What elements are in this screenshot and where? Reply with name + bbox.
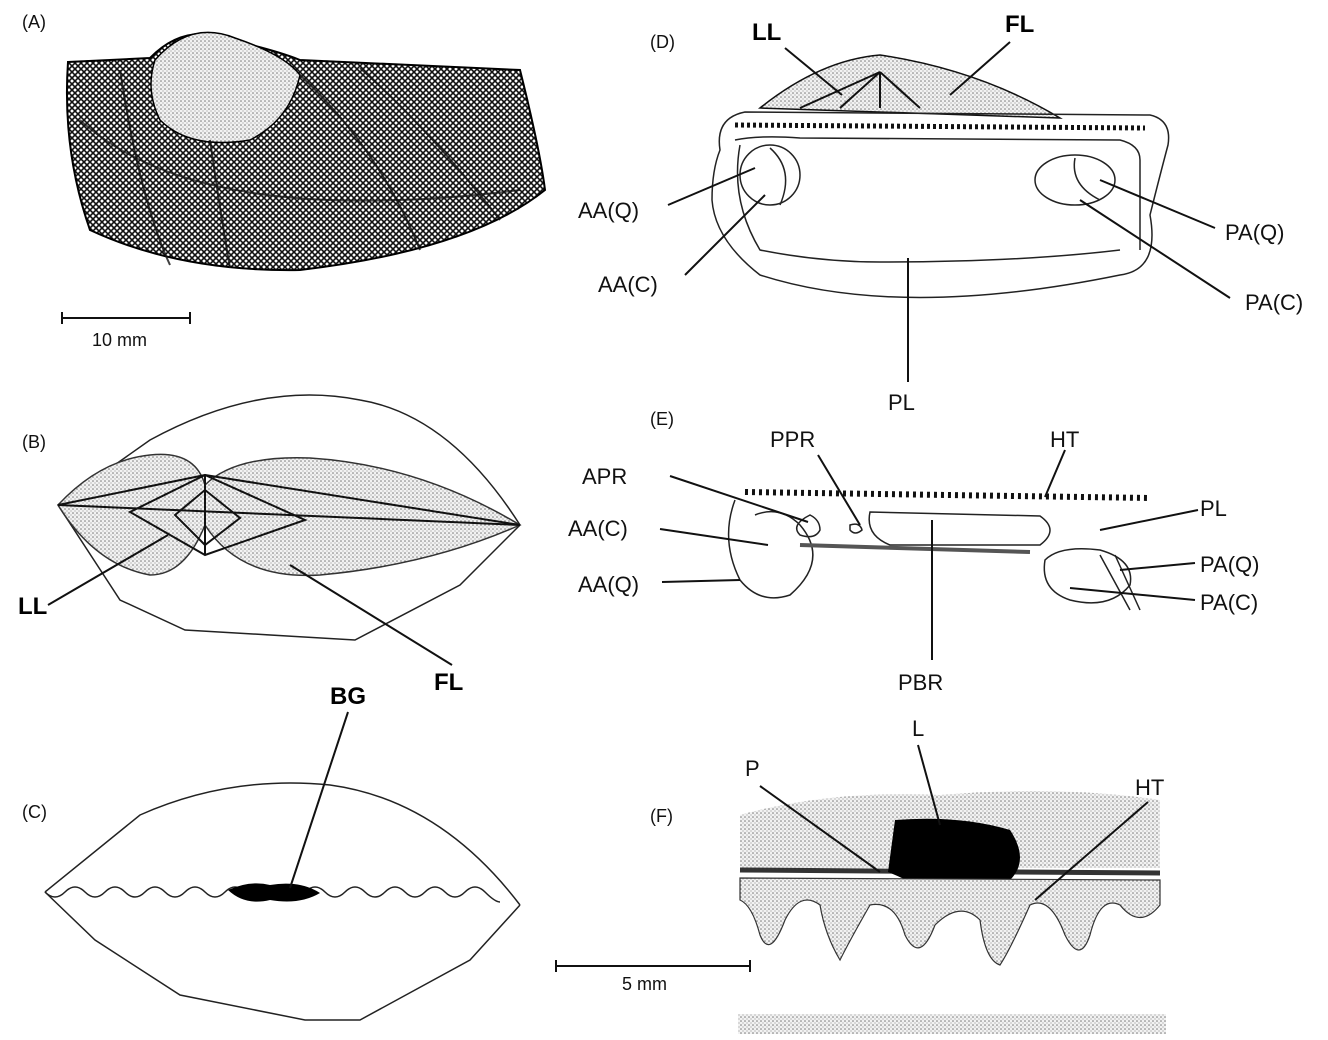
panel-b: (B) LL FL	[18, 394, 522, 696]
label-c-bg: BG	[330, 683, 366, 710]
label-f-l: L	[912, 716, 924, 741]
black-gland-c	[228, 883, 320, 902]
label-d-aac: AA(C)	[598, 272, 658, 297]
shell-drawing	[65, 31, 547, 272]
valve-outline-d	[711, 111, 1170, 299]
panel-d: (D) LL FL AA(Q) AA(C) PA(Q) PA(C) PL	[578, 11, 1303, 415]
label-d-fl: FL	[1005, 11, 1034, 38]
base-strip-f	[738, 1014, 1166, 1034]
label-e-paq: PA(Q)	[1200, 552, 1259, 577]
hinge-teeth-f	[739, 877, 1161, 966]
label-e-ppr: PPR	[770, 427, 815, 452]
outline-c-bottom	[44, 891, 521, 1021]
label-f-ht: HT	[1135, 775, 1164, 800]
label-e-aac: AA(C)	[568, 516, 628, 541]
label-b-fl: FL	[434, 669, 463, 696]
panel-a-tag: (A)	[22, 12, 46, 32]
hinge-teeth-d	[734, 122, 1146, 131]
scale-label-a: 10 mm	[92, 330, 147, 350]
label-e-ht: HT	[1050, 427, 1079, 452]
ligament-d	[757, 54, 1063, 119]
panel-e-tag: (E)	[650, 409, 674, 429]
panel-d-tag: (D)	[650, 32, 675, 52]
outline-c-top	[44, 782, 521, 906]
panel-a: (A) 10 mm	[22, 12, 547, 350]
panel-e: (E) APR PPR HT PL AA(C) AA(Q) PA(Q) PA(C…	[568, 409, 1259, 695]
label-d-ll: LL	[752, 19, 781, 46]
label-e-pbr: PBR	[898, 670, 943, 695]
label-e-apr: APR	[582, 464, 627, 489]
label-d-paq: PA(Q)	[1225, 220, 1284, 245]
panel-c: (C) BG	[22, 683, 521, 1021]
label-f-p: P	[745, 756, 760, 781]
label-d-pl: PL	[888, 390, 915, 415]
label-d-aaq: AA(Q)	[578, 198, 639, 223]
label-e-pl: PL	[1200, 496, 1227, 521]
panel-f-tag: (F)	[650, 806, 673, 826]
label-d-pac: PA(C)	[1245, 290, 1303, 315]
panel-f: (F) P L HT 5 mm	[555, 716, 1166, 1034]
hinge-teeth-e	[744, 489, 1151, 501]
label-e-aaq: AA(Q)	[578, 572, 639, 597]
label-b-ll: LL	[18, 593, 47, 620]
scale-label-f: 5 mm	[622, 974, 667, 994]
panel-c-tag: (C)	[22, 802, 47, 822]
panel-b-tag: (B)	[22, 432, 46, 452]
outline-b	[56, 394, 521, 641]
label-e-pac: PA(C)	[1200, 590, 1258, 615]
